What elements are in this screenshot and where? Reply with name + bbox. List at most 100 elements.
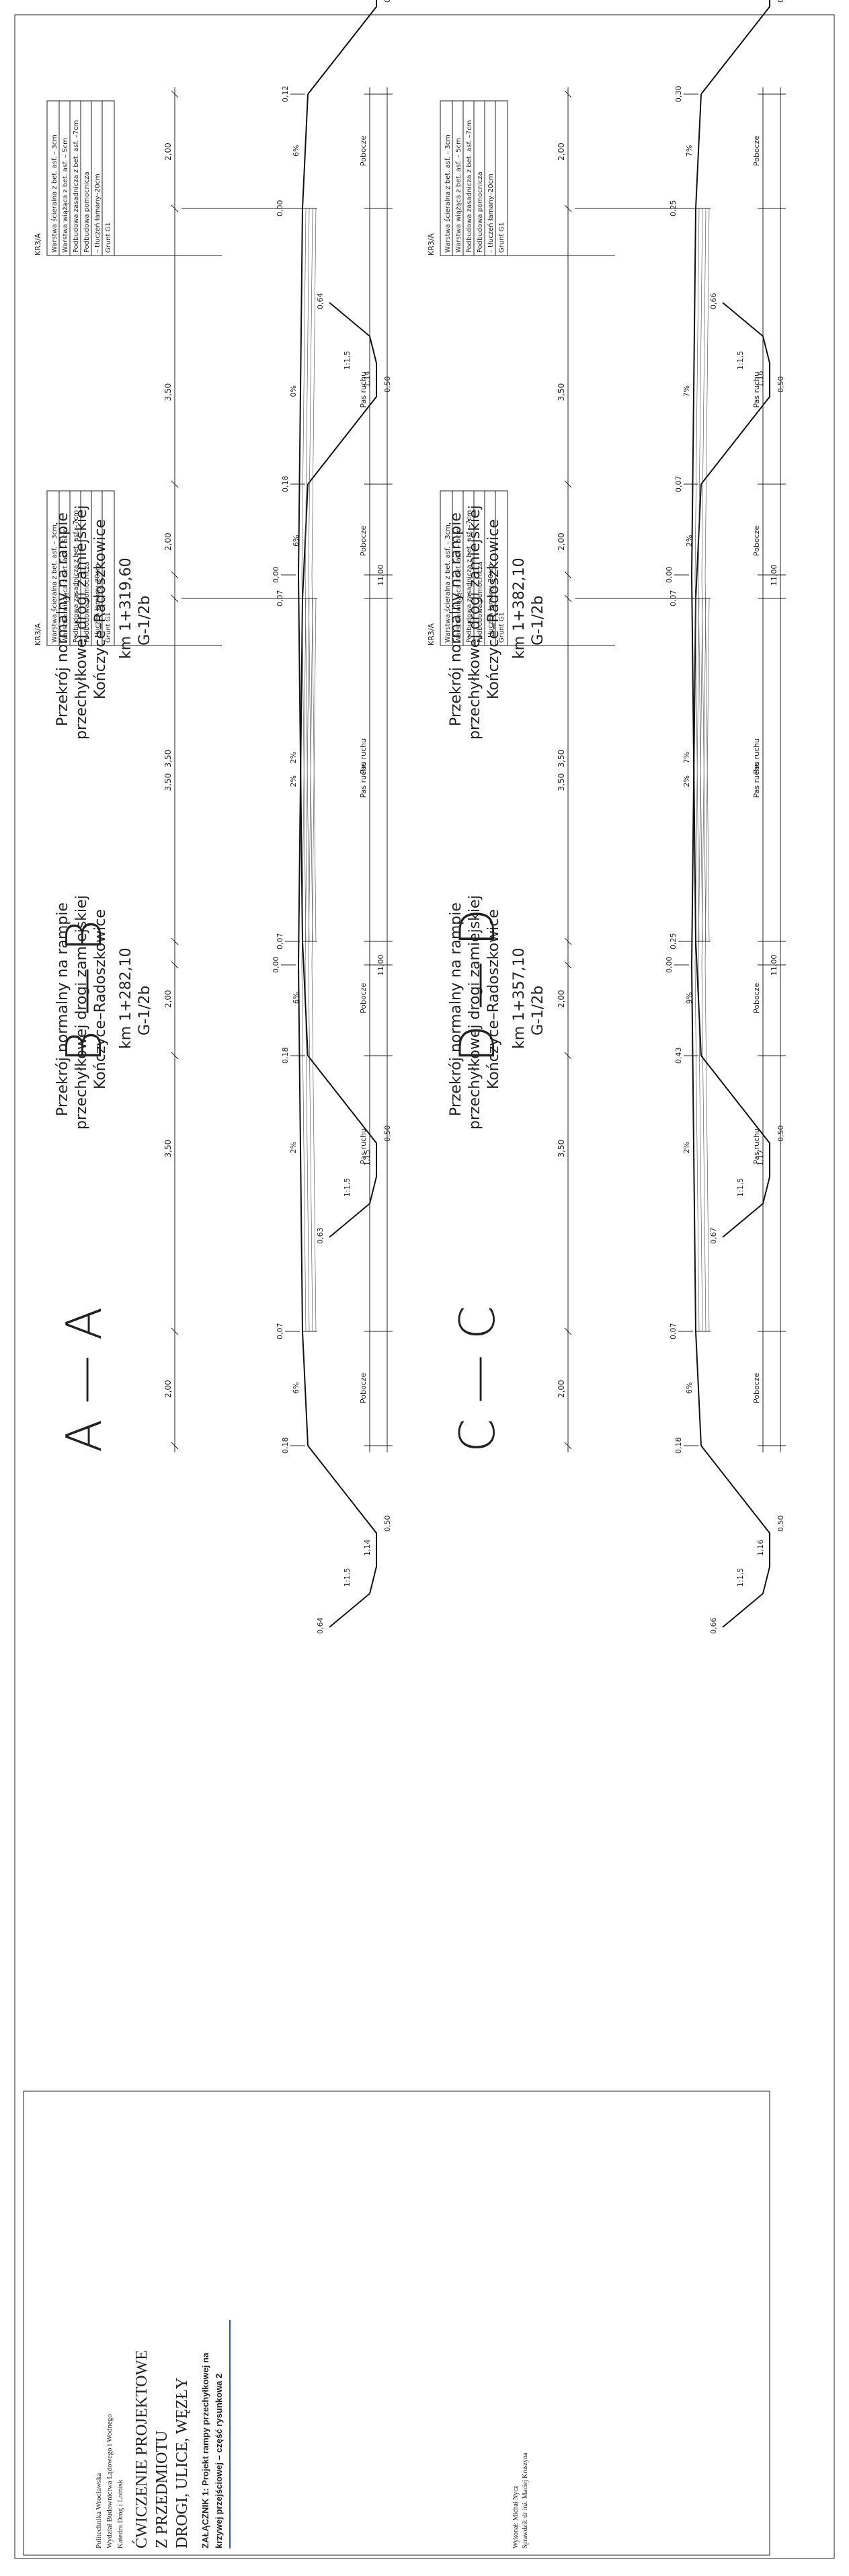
label-shoulder-left: Pobocze xyxy=(359,982,368,1013)
annex-line-1: ZAŁĄCZNIK 1: Projekt rampy przechyłkowej… xyxy=(200,2352,210,2548)
elev-axis: 0,00 xyxy=(665,957,674,974)
slope-lane-right: 2% xyxy=(682,775,691,787)
elev-edge-left: 0,18 xyxy=(281,1438,290,1454)
pavement-layer xyxy=(305,598,310,1332)
annex-line-2: krzywej przejściowej – część rysunkowa 2 xyxy=(214,2374,224,2548)
elev-pavement-left: 0,07 xyxy=(669,1323,678,1340)
subtitle-line-1: przechyłkowej drogi zamiejskiej xyxy=(467,505,483,740)
dimension-tick xyxy=(564,571,572,579)
title-line: Przekrój normalny na rampie xyxy=(448,512,464,726)
dimension-tick xyxy=(564,1327,572,1335)
road-profile xyxy=(575,0,770,1238)
ditch-width-left: 0,50 xyxy=(383,1126,392,1142)
km-label: km 1+319,60 xyxy=(118,557,134,659)
dimension-tick xyxy=(564,1052,572,1060)
legend-item: Grunt G1 xyxy=(105,612,112,643)
road-surface xyxy=(690,93,702,1056)
section-letters: C — C xyxy=(449,1306,506,1452)
dimension-tick xyxy=(171,90,179,98)
section-letters: B — B xyxy=(56,920,112,1062)
dimension-tick xyxy=(171,1442,179,1450)
slope-shoulder-left: 6% xyxy=(685,1382,694,1394)
pavement-layer xyxy=(305,208,310,942)
pavement-layer xyxy=(701,598,706,1332)
layers-code: KR3/A xyxy=(34,623,42,646)
slope-embankment-right: 1:1,5 xyxy=(736,351,745,370)
dim-lane-right: 3,50 xyxy=(163,383,173,401)
elev-pavement-left: 0,07 xyxy=(276,933,284,950)
km-label: km 1+357,10 xyxy=(511,947,528,1049)
label-lane-right: Pas ruchu xyxy=(359,762,368,798)
section-letters: D — D xyxy=(449,908,506,1062)
left-slope xyxy=(307,1445,377,1628)
label-lane-left: Pas ruchu xyxy=(752,738,761,775)
slopes: 6%2%0%6%1:1,51:1,50,500,50 xyxy=(289,0,392,1197)
university-name: Politechnika Wrocławska xyxy=(95,2473,103,2548)
title-line: Przekrój normalny na rampie xyxy=(448,902,464,1116)
legend-item: Podbudowa zasadnicza z bet. asf. –7cm xyxy=(466,510,473,643)
elev-edge-right: 0,30 xyxy=(674,86,683,103)
label-shoulder-right: Pobocze xyxy=(752,135,761,166)
ditch-width-right: 0,50 xyxy=(776,0,785,3)
dim-lane-left: 3,50 xyxy=(557,1140,566,1158)
subtitle-line-2: Kończyce–Radoszkowice xyxy=(92,519,109,699)
dimension-tick xyxy=(171,204,179,212)
slope-lane-left: 2% xyxy=(289,752,298,763)
ditch-width-left: 0,50 xyxy=(776,1516,785,1532)
subtitle-line-1: przechyłkowej drogi zamiejskiej xyxy=(73,505,90,740)
pavement-layer xyxy=(698,208,703,942)
top-dimensions: 2,003,503,502,00 xyxy=(163,87,179,1062)
road-profile xyxy=(181,0,377,1238)
dim-shoulder-left: 2,00 xyxy=(163,990,173,1008)
legend-item: Warstwa wiążąca z bet. asf. – 5cm xyxy=(62,138,69,253)
elev-ditch-left: 1,15 xyxy=(363,1150,372,1167)
km-label: km 1+282,10 xyxy=(118,947,134,1049)
legend-item: – tłuczeń łamany–20cm xyxy=(93,563,102,643)
elev-axis: 0,00 xyxy=(272,957,280,974)
elevations: 0,180,070,000,070,181,141,140,640,64 xyxy=(272,293,372,1635)
legend-item: Warstwa ścieralna z bet. asf. – 3cm xyxy=(50,134,58,253)
dim-lane-right: 3,50 xyxy=(163,773,173,791)
left-slope xyxy=(700,1055,770,1238)
dim-shoulder-left: 2,00 xyxy=(163,1380,173,1398)
pavement-layer xyxy=(311,208,317,942)
elev-ditch-left: 1,16 xyxy=(756,1540,765,1557)
dim-shoulder-left: 2,00 xyxy=(557,990,566,1008)
elev-depth-left: 0,67 xyxy=(709,1228,718,1245)
dimension-tick xyxy=(564,90,572,98)
dimension-tick xyxy=(171,571,179,579)
legend-item: – tłuczeń łamany–20cm xyxy=(93,173,102,253)
dimension-tick xyxy=(171,937,179,945)
dim-lane-left: 3,50 xyxy=(163,1140,173,1158)
slope-lane-left: 2% xyxy=(289,1142,298,1153)
road-surface xyxy=(297,483,309,1446)
pavement-layer xyxy=(704,208,710,942)
pavement-layer xyxy=(694,598,700,1332)
legend-item: Podbudowa pomocnicza xyxy=(83,561,91,643)
road-profile xyxy=(181,302,377,1628)
legend-item: Podbudowa pomocnicza xyxy=(477,561,484,643)
elev-edge-left: 0,43 xyxy=(674,1048,683,1064)
label-lane-left: Pas ruchu xyxy=(359,738,368,775)
label-lane-left: Pas ruchu xyxy=(359,1128,368,1165)
legend-item: – tłuczeń łamany–20cm xyxy=(487,563,495,643)
elev-edge-right: 0,18 xyxy=(281,476,290,493)
legend-item: Warstwa wiążąca z bet. asf. – 5cm xyxy=(455,528,462,643)
label-shoulder-left: Pobocze xyxy=(752,982,761,1013)
title-line-3: DROGI, ULICE, WĘZŁY xyxy=(173,2378,191,2548)
dim-lane-right: 3,50 xyxy=(557,383,566,401)
